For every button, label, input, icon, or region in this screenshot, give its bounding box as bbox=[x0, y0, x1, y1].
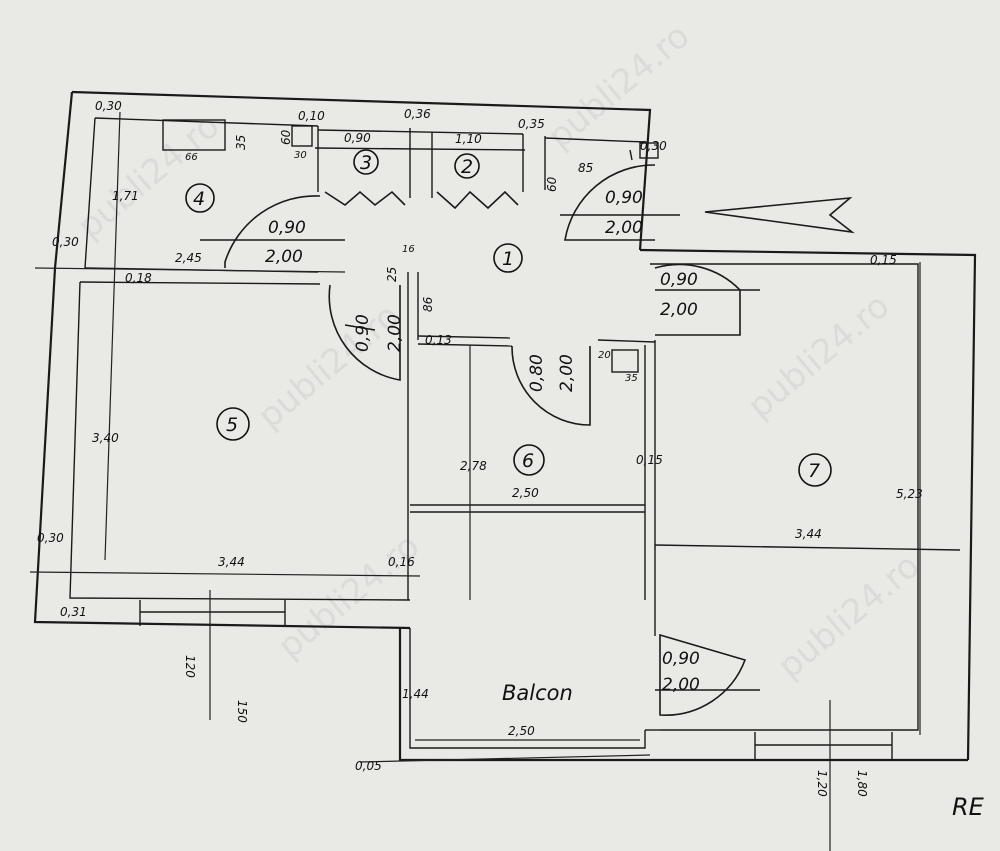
door-height: 2,00 bbox=[385, 314, 405, 352]
dim-label: 1,71 bbox=[112, 189, 139, 203]
dim-label: 0,15 bbox=[636, 453, 663, 467]
dim-label: 0,30 bbox=[640, 139, 667, 153]
door-width: 0,90 bbox=[353, 314, 373, 352]
door-width: 0,80 bbox=[527, 354, 547, 392]
door-swing bbox=[511, 345, 591, 426]
dim-label: 1,10 bbox=[455, 132, 482, 146]
dim-label: 2,50 bbox=[508, 724, 535, 738]
door-height: 2,00 bbox=[265, 247, 303, 267]
dim-label: 86 bbox=[421, 296, 435, 312]
watermark-text: publi24.ro bbox=[770, 546, 927, 687]
door-width: 0,90 bbox=[268, 218, 306, 238]
room-number: 3 bbox=[360, 152, 372, 174]
dim-label: 30 bbox=[294, 150, 307, 161]
closet-doors bbox=[324, 190, 406, 207]
door-swings bbox=[200, 164, 760, 716]
door-swing bbox=[564, 164, 656, 241]
room-labels: 1 2 3 4 5 6 7 Balcon bbox=[185, 149, 832, 705]
dimension-labels: 0,30 0,10 0,36 0,35 0,30 0,90 1,10 85 60… bbox=[37, 99, 923, 797]
dim-label: 3,44 bbox=[795, 527, 822, 541]
dim-label: 0,31 bbox=[60, 605, 87, 619]
dim-label: 35 bbox=[625, 373, 638, 384]
dim-label: 0,10 bbox=[298, 109, 325, 123]
room-number: 4 bbox=[193, 188, 205, 210]
closet-doors bbox=[436, 190, 519, 210]
watermark-text: publi24.ro bbox=[250, 296, 407, 437]
dim-label: 60 bbox=[545, 176, 559, 192]
door-width: 0,90 bbox=[662, 649, 700, 669]
dim-label: 1,44 bbox=[402, 687, 429, 701]
door-swing bbox=[659, 633, 747, 716]
dim-label: 0,30 bbox=[95, 99, 122, 113]
door-height: 2,00 bbox=[605, 218, 643, 238]
dim-label: 5,23 bbox=[896, 487, 923, 501]
room-number: 1 bbox=[502, 248, 514, 270]
dim-label: 3,40 bbox=[92, 431, 119, 445]
balcony-label: Balcon bbox=[502, 681, 573, 705]
door-swing bbox=[328, 284, 401, 381]
dim-label: 16 bbox=[402, 244, 415, 255]
watermark-text: publi24.ro bbox=[70, 106, 227, 247]
dim-label: 20 bbox=[598, 350, 611, 361]
dim-label: 120 bbox=[183, 655, 197, 678]
dim-label: 66 bbox=[185, 152, 198, 163]
dim-label: 0,36 bbox=[404, 107, 431, 121]
door-height: 2,00 bbox=[662, 675, 700, 695]
watermark-text: publi24.ro bbox=[540, 16, 697, 157]
door-width: 0,90 bbox=[605, 188, 643, 208]
dim-label: 0,30 bbox=[52, 235, 79, 249]
dimension-lines bbox=[29, 111, 921, 851]
dim-label: 60 bbox=[279, 129, 293, 145]
door-swing bbox=[224, 195, 321, 268]
dim-label: 1,20 bbox=[815, 770, 829, 797]
room-number: 6 bbox=[522, 450, 534, 472]
dim-label: 2,45 bbox=[175, 251, 202, 265]
dim-label: 0,13 bbox=[425, 333, 452, 347]
watermark-text: publi24.ro bbox=[270, 526, 427, 667]
door-labels: 0,90 2,00 0,90 2,00 0,90 2,00 0,90 2,00 … bbox=[265, 188, 700, 695]
dim-label: 25 bbox=[385, 267, 399, 282]
room-number: 7 bbox=[808, 460, 820, 482]
entrance-arrow-icon bbox=[704, 196, 855, 234]
dim-label: 35 bbox=[234, 135, 248, 150]
door-width: 0,90 bbox=[660, 270, 698, 290]
room-number: 2 bbox=[461, 156, 473, 178]
watermarks: publi24.ro publi24.ro publi24.ro publi24… bbox=[70, 16, 927, 687]
dim-label: 2,50 bbox=[512, 486, 539, 500]
watermark-text: publi24.ro bbox=[740, 286, 897, 427]
door-height: 2,00 bbox=[660, 300, 698, 320]
dim-label: 0,30 bbox=[37, 531, 64, 545]
dim-label: 85 bbox=[578, 161, 593, 175]
walls bbox=[33, 90, 977, 762]
door-height: 2,00 bbox=[557, 354, 577, 392]
dim-label: 0,16 bbox=[388, 555, 415, 569]
dim-label: 150 bbox=[235, 700, 249, 723]
dim-label: 1,80 bbox=[855, 770, 869, 797]
dim-label: 3,44 bbox=[218, 555, 245, 569]
legend-partial: RE bbox=[952, 793, 985, 821]
dim-label: 0,18 bbox=[125, 271, 152, 285]
dim-label: 0,05 bbox=[355, 759, 382, 773]
room-number: 5 bbox=[226, 414, 238, 436]
dim-label: 2,78 bbox=[460, 459, 487, 473]
dim-label: 0,15 bbox=[870, 253, 897, 267]
dim-label: 0,90 bbox=[344, 131, 371, 145]
dim-label: 0,35 bbox=[518, 117, 545, 131]
